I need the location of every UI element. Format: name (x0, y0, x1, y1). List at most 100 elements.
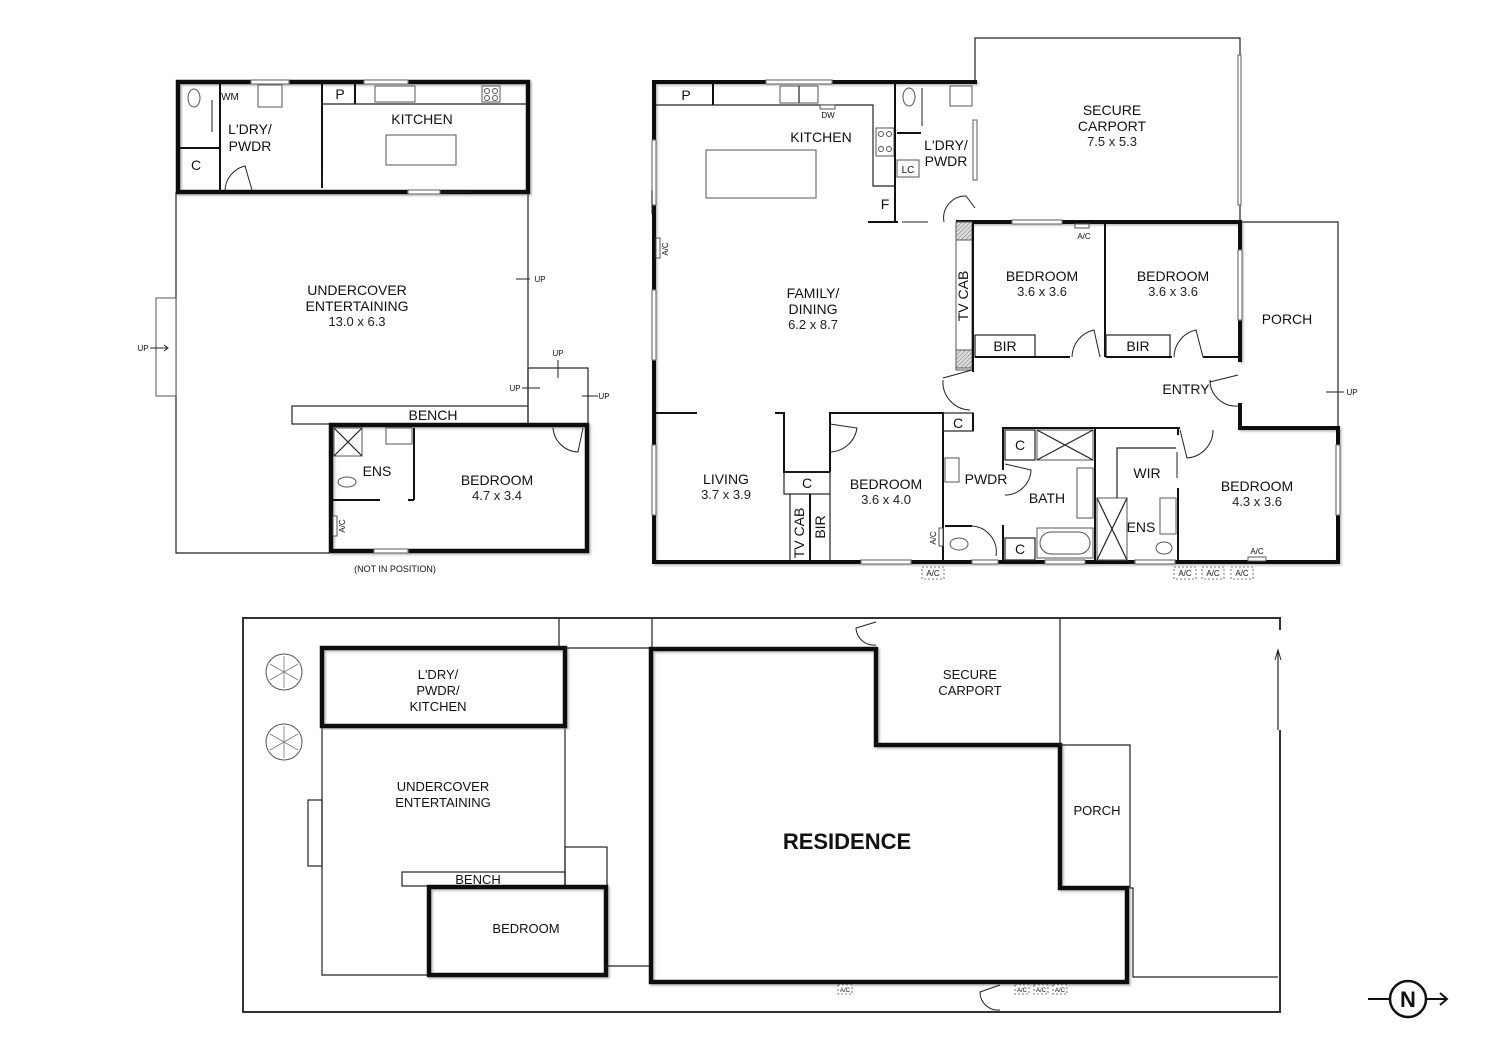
kitchen-island (385, 134, 457, 166)
sliding-door (407, 189, 441, 195)
kitchen-label: KITCHEN (391, 111, 452, 127)
door-swing (1209, 379, 1239, 407)
up-arrowhead (163, 344, 169, 352)
site-laundry-label: L'DRY/ (418, 667, 459, 682)
up-label: UP (552, 349, 563, 358)
cupboard-label: C (1015, 437, 1025, 453)
bedroom-label: BEDROOM (1221, 478, 1293, 494)
bench-label: BENCH (408, 407, 457, 423)
bedroom-dims: 4.3 x 3.6 (1232, 494, 1282, 509)
sink-icon (374, 85, 416, 103)
undercover-outline (321, 728, 428, 976)
ac-unit (1074, 223, 1090, 229)
ac-label: A/C (1235, 569, 1249, 578)
door-swing (942, 379, 971, 411)
bedroom-dims: 3.6 x 3.6 (1148, 284, 1198, 299)
living-label: LIVING (703, 471, 749, 487)
outbuilding-plan: UP C WM L'DRY/ PWDR P KITCHEN UNDERCOVER (137, 79, 610, 574)
ensuite-label: ENS (1127, 519, 1156, 535)
burner-icon (484, 95, 490, 101)
window (1335, 444, 1341, 516)
window (860, 559, 912, 565)
door-swing (971, 525, 997, 557)
pantry-label: P (681, 87, 690, 103)
bedroom-dims: 4.7 x 3.4 (472, 488, 522, 503)
porch-outline (1060, 744, 1131, 888)
bedroom-wall (829, 412, 944, 560)
dishwasher-label: DW (821, 111, 835, 120)
door-swing (943, 195, 976, 223)
toilet-icon (1155, 541, 1173, 555)
wm-label: WM (221, 92, 239, 103)
west-step (307, 799, 323, 867)
cupboard-label: C (953, 415, 963, 431)
door-swing (1179, 429, 1214, 459)
ac-label: A/C (926, 569, 940, 578)
hatched-column (955, 221, 973, 241)
site-ac-unit (1052, 984, 1068, 995)
bedroom-dims: 3.6 x 3.6 (1017, 284, 1067, 299)
window (1134, 559, 1176, 565)
bedroom-label: BEDROOM (1137, 268, 1209, 284)
cupboard (1004, 537, 1036, 561)
tv-cab-label: TV CAB (791, 508, 807, 559)
tree-icon (265, 653, 303, 691)
bath-wall (1002, 427, 1096, 560)
ac-label: A/C (661, 242, 670, 256)
bedroom-dims: 3.6 x 4.0 (861, 492, 911, 507)
site-undercover-label: UNDERCOVER (397, 779, 489, 794)
wir-label: WIR (1133, 465, 1160, 481)
up-label: UP (1346, 388, 1357, 397)
residence-plan: SECURE CARPORT 7.5 x 5.3 PORCH UP P D (651, 37, 1358, 580)
powder-label: PWDR (229, 138, 272, 154)
ac-label: A/C (1250, 547, 1264, 556)
site-bench-label: BENCH (455, 872, 501, 887)
pantry-label: P (335, 86, 344, 102)
undercover-dims: 13.0 x 6.3 (328, 314, 385, 329)
undercover-outline (175, 192, 330, 554)
ac-label: A/C (338, 519, 347, 533)
site-bedroom-block (426, 884, 609, 978)
door-leaf (1209, 374, 1239, 383)
cupboard (783, 471, 831, 495)
bir-label: BIR (993, 338, 1016, 354)
carport-label: SECURE (1083, 102, 1141, 118)
window (651, 444, 657, 516)
door-leaf (942, 369, 973, 379)
site-carport-label-2: CARPORT (938, 683, 1001, 698)
window (972, 119, 978, 181)
wir-wall (1116, 447, 1176, 498)
cupboard-label: C (191, 157, 201, 173)
site-bedroom-label: BEDROOM (492, 921, 559, 936)
ac-label: A/C (929, 531, 938, 545)
burner-icon (886, 146, 892, 152)
window (1044, 559, 1086, 565)
laundry-tub-icon (257, 84, 283, 108)
kitchen-island (705, 149, 817, 199)
up-label: UP (598, 392, 609, 401)
window (373, 548, 409, 554)
not-in-position-note: (NOT IN POSITION) (354, 564, 436, 574)
bath-label: BATH (1029, 490, 1065, 506)
porch-outline (1240, 221, 1339, 428)
burner-icon (484, 88, 490, 94)
toilet-icon (187, 88, 201, 108)
site-ac-unit (1014, 984, 1030, 995)
kitchen-bench (656, 104, 895, 187)
basin-icon (385, 427, 413, 445)
window (651, 139, 657, 206)
tree-icon (265, 723, 303, 761)
external-ac-unit (921, 566, 945, 580)
kitchen-label: KITCHEN (790, 129, 851, 145)
shower-x (333, 427, 363, 457)
bedroom-label: BEDROOM (1006, 268, 1078, 284)
site-powder-label: PWDR/ (416, 683, 460, 698)
hatched-column (955, 349, 973, 369)
toilet-icon (337, 476, 357, 488)
linen-cupboard-label: LC (902, 165, 915, 176)
ac-label: A/C (1077, 232, 1091, 241)
kitchen-laundry-block (175, 79, 531, 195)
north-arrow-icon: N (1368, 979, 1449, 1019)
ac-label: A/C (1036, 988, 1047, 994)
site-kitchen-block (319, 645, 568, 729)
